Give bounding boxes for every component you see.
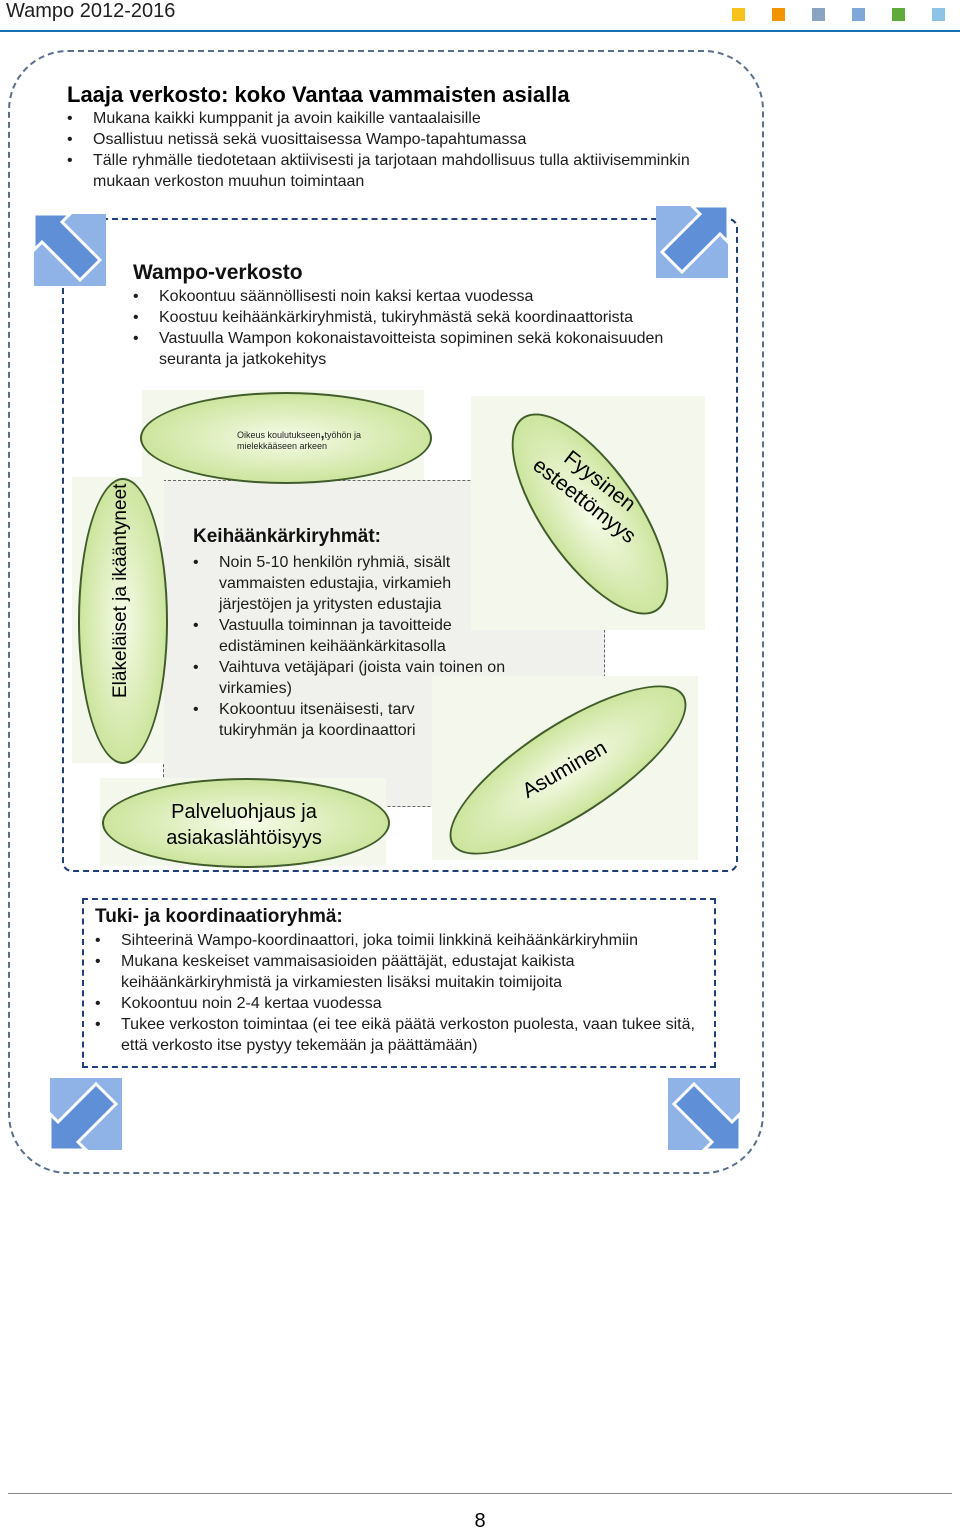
palvelu-ellipse-label: Palveluohjaus ja asiakaslähtöisyys <box>166 801 322 849</box>
header-square-4 <box>852 8 865 21</box>
oikeus-ellipse <box>140 392 432 484</box>
header-square-6 <box>932 8 945 21</box>
page-number: 8 <box>474 1510 486 1532</box>
wampo-verkosto-frame <box>62 218 738 872</box>
list-item: Vaihtuva vetäjäpari (joista vain toinen … <box>193 657 543 699</box>
list-item: Osallistuu netissä sekä vuosittaisessa W… <box>67 129 717 150</box>
tuki-koordinaatioryhma-frame <box>82 898 716 1068</box>
tuki-koordinaatioryhma-title: Tuki- ja koordinaatioryhmä: <box>95 906 343 927</box>
wampo-verkosto-title: Wampo-verkosto <box>133 261 303 284</box>
list-item: Mukana kaikki kumppanit ja avoin kaikill… <box>67 108 717 129</box>
wampo-verkosto-list: Kokoontuu säännöllisesti noin kaksi kert… <box>133 286 713 370</box>
document-header-title: Wampo 2012-2016 <box>6 0 176 22</box>
elakelaiset-ellipse <box>78 478 168 764</box>
tuki-koordinaatioryhma-list: Sihteerinä Wampo-koordinaattori, joka to… <box>95 930 705 1056</box>
keihaankarkiryhmat-list: Noin 5-10 henkilön ryhmiä, sisältvammais… <box>193 552 543 741</box>
keihaankarkiryhmat-title: Keihäänkärkiryhmät: <box>193 526 381 547</box>
corner-arrow-icon <box>656 206 728 278</box>
palvelu-ellipse <box>102 778 390 868</box>
corner-arrow-icon <box>34 214 106 286</box>
header-rule <box>0 30 960 32</box>
corner-arrow-icon <box>50 1078 122 1150</box>
list-item: Vastuulla Wampon kokonaistavoitteista so… <box>133 328 713 370</box>
list-item: Sihteerinä Wampo-koordinaattori, joka to… <box>95 930 705 951</box>
oikeus-ellipse-label: Oikeus koulutukseen,työhön ja mielekkääs… <box>237 425 361 451</box>
header-square-3 <box>812 8 825 21</box>
footer-rule <box>8 1493 952 1494</box>
header-square-2 <box>772 8 785 21</box>
list-item: Kokoontuu säännöllisesti noin kaksi kert… <box>133 286 713 307</box>
list-item: Koostuu keihäänkärkiryhmistä, tukiryhmäs… <box>133 307 713 328</box>
laaja-verkosto-title: Laaja verkosto: koko Vantaa vammaisten a… <box>67 82 570 107</box>
list-item: Mukana keskeiset vammaisasioiden päättäj… <box>95 951 705 993</box>
corner-arrow-icon <box>668 1078 740 1150</box>
laaja-verkosto-list: Mukana kaikki kumppanit ja avoin kaikill… <box>67 108 717 192</box>
list-item: Vastuulla toiminnan ja tavoitteideedistä… <box>193 615 543 657</box>
list-item: Kokoontuu noin 2-4 kertaa vuodessa <box>95 993 705 1014</box>
laaja-verkosto-frame <box>8 50 764 1174</box>
list-item: Noin 5-10 henkilön ryhmiä, sisältvammais… <box>193 552 543 615</box>
header-square-1 <box>732 8 745 21</box>
list-item: Tukee verkoston toimintaa (ei tee eikä p… <box>95 1014 705 1056</box>
header-square-5 <box>892 8 905 21</box>
list-item: Tälle ryhmälle tiedotetaan aktiivisesti … <box>67 150 717 192</box>
